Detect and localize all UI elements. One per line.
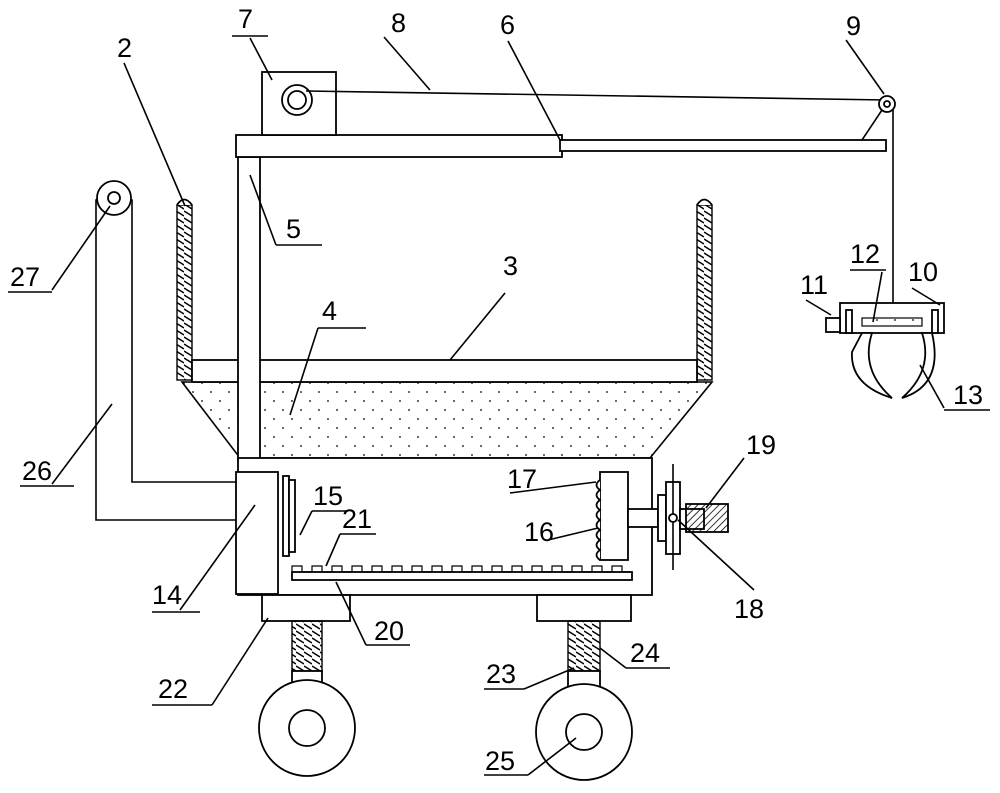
winch-box	[261, 71, 337, 136]
label-7: 7	[238, 4, 253, 34]
label-18: 18	[734, 594, 764, 624]
shaft	[627, 494, 667, 542]
mast	[237, 156, 261, 461]
threaded-rod-right	[696, 198, 713, 381]
label-22: 22	[158, 674, 188, 704]
threaded-rod-left	[176, 198, 193, 381]
hopper	[180, 381, 714, 459]
label-10: 10	[908, 257, 938, 287]
pulley	[861, 95, 896, 141]
label-14: 14	[152, 580, 182, 610]
label-16: 16	[524, 517, 554, 547]
arm-outer	[235, 134, 563, 158]
motor	[685, 503, 729, 533]
label-20: 20	[374, 616, 404, 646]
gripper-frame	[839, 302, 945, 334]
plate	[282, 475, 296, 557]
label-11: 11	[800, 270, 828, 300]
label-6: 6	[500, 10, 515, 40]
label-24: 24	[630, 638, 660, 668]
wheel-left	[258, 679, 356, 777]
cable	[305, 90, 894, 303]
label-25: 25	[485, 746, 515, 776]
label-19: 19	[746, 430, 776, 460]
spring-left	[291, 620, 323, 672]
leader-lines	[8, 35, 990, 776]
foot-right	[536, 594, 632, 622]
part-labels: 2 3 4 5 6 7 8 9 10 11 12 13 14 15 16 17 …	[10, 4, 983, 776]
label-12: 12	[850, 239, 880, 269]
piston-block	[595, 471, 629, 561]
side-block	[235, 471, 279, 595]
label-23: 23	[486, 659, 516, 689]
arm-inner	[559, 139, 887, 152]
wheel-right	[535, 683, 633, 781]
sensor	[825, 317, 841, 333]
rack	[291, 565, 633, 581]
jaw-right	[901, 332, 936, 399]
crossbar	[191, 359, 698, 383]
label-5: 5	[286, 214, 301, 244]
label-9: 9	[846, 11, 861, 41]
spring-right	[567, 620, 601, 672]
label-3: 3	[503, 251, 518, 281]
foot-left	[261, 594, 351, 622]
label-8: 8	[391, 8, 406, 38]
label-27: 27	[10, 262, 40, 292]
handle	[95, 180, 236, 521]
label-2: 2	[117, 33, 132, 63]
label-17: 17	[507, 464, 537, 494]
label-13: 13	[953, 380, 983, 410]
label-4: 4	[322, 296, 337, 326]
label-26: 26	[22, 456, 52, 486]
label-21: 21	[342, 504, 372, 534]
jaw-left	[851, 332, 893, 399]
label-15: 15	[313, 481, 343, 511]
